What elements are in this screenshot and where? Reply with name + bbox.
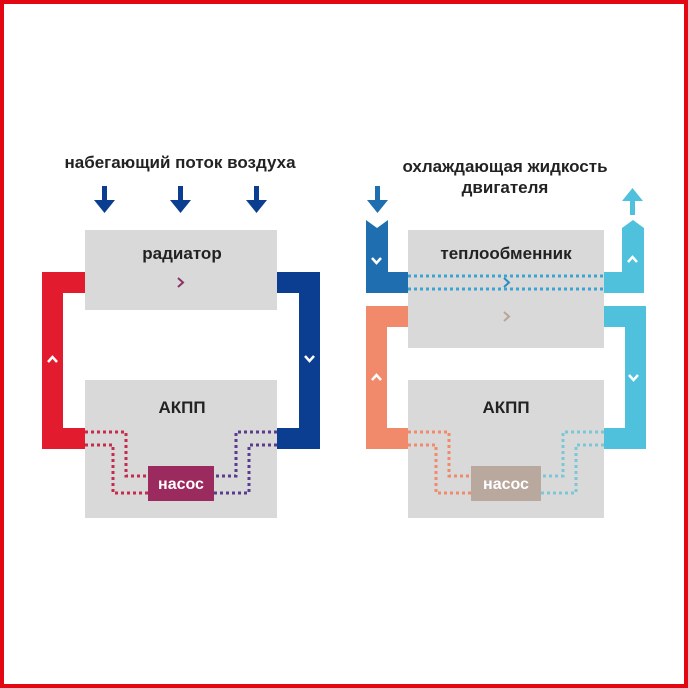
right-heading: охлаждающая жидкость двигателя bbox=[360, 156, 650, 198]
heat-exchanger-label: теплообменник bbox=[440, 244, 572, 263]
warm-pipe bbox=[366, 306, 408, 449]
air-arrow-icon bbox=[170, 186, 191, 213]
right-heading-line2: двигателя bbox=[461, 178, 549, 197]
flow-chevron-icon bbox=[177, 277, 185, 288]
chevron-down-icon bbox=[628, 374, 639, 382]
pump-label: насос bbox=[483, 476, 529, 493]
chevron-down-icon bbox=[304, 355, 315, 363]
flow-chevron-icon bbox=[503, 311, 511, 322]
right-heading-line1: охлаждающая жидкость bbox=[402, 157, 608, 176]
air-arrow-icon bbox=[94, 186, 115, 213]
pump-box bbox=[471, 466, 541, 501]
transmission-flow-right bbox=[214, 430, 277, 495]
chevron-down-icon bbox=[371, 257, 382, 265]
pump-label: насос bbox=[158, 476, 204, 493]
air-arrow-icon bbox=[246, 186, 267, 213]
chevron-up-icon bbox=[627, 255, 638, 263]
pump-box bbox=[148, 466, 214, 501]
engine-inlet-pipe bbox=[366, 220, 408, 293]
left-heading: набегающий поток воздуха bbox=[64, 153, 296, 172]
coolant-in-arrow-icon bbox=[367, 186, 388, 213]
transmission-flow-left bbox=[408, 430, 471, 495]
left-diagram: радиатор АКПП насос bbox=[42, 186, 320, 518]
coolant-out-arrow-icon bbox=[622, 188, 643, 215]
chevron-up-icon bbox=[371, 373, 382, 381]
radiator-label: радиатор bbox=[142, 244, 221, 263]
transmission-flow-right bbox=[541, 430, 604, 495]
transmission-label: АКПП bbox=[482, 398, 529, 417]
right-diagram: теплообменник АКПП насос bbox=[366, 186, 646, 518]
chevron-up-icon bbox=[47, 355, 58, 363]
cold-pipe bbox=[277, 272, 320, 449]
engine-outlet-pipe bbox=[604, 220, 644, 293]
transmission-flow-left bbox=[85, 430, 148, 495]
flow-chevron-icon bbox=[503, 277, 511, 288]
hot-pipe bbox=[42, 272, 85, 449]
radiator-box bbox=[85, 230, 277, 310]
transmission-label: АКПП bbox=[158, 398, 205, 417]
cool-pipe bbox=[604, 306, 646, 449]
